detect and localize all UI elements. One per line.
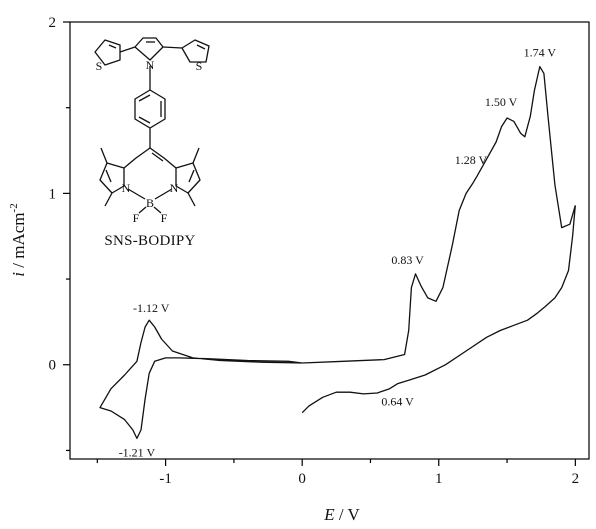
peak-annotation: 1.50 V bbox=[485, 95, 518, 109]
left-pyrrole-double-bond bbox=[105, 169, 112, 183]
methyl-group-2 bbox=[192, 147, 200, 164]
right-thiophene-ring bbox=[181, 39, 210, 63]
b-f-bond-left bbox=[138, 206, 147, 214]
y-tick-label: 1 bbox=[49, 186, 57, 202]
peak-annotation: -1.21 V bbox=[119, 445, 156, 459]
atom-n-left: N bbox=[122, 181, 131, 195]
y-tick-label: 0 bbox=[49, 358, 57, 374]
ticks-layer: -1 0 1 2 0 1 2 bbox=[49, 15, 580, 487]
methyl-group-1 bbox=[100, 147, 108, 164]
atom-f-right: F bbox=[161, 211, 168, 225]
curves-layer bbox=[99, 65, 576, 440]
cv-trace-2 bbox=[301, 205, 576, 414]
x-tick-label: 1 bbox=[435, 471, 443, 487]
right-pyrrole-double-bond bbox=[188, 169, 195, 183]
x-tick-label: -1 bbox=[159, 471, 172, 487]
cv-trace-1 bbox=[302, 65, 576, 364]
peak-annotation: 1.28 V bbox=[455, 153, 488, 167]
x-tick-label: 2 bbox=[572, 471, 580, 487]
atom-n-pyrrole: N bbox=[146, 58, 155, 72]
peak-annotation: 0.83 V bbox=[391, 253, 424, 267]
phenyl-inner-bond-1 bbox=[138, 94, 151, 102]
annotations-layer: 1.74 V 1.50 V 1.28 V 0.83 V -1.12 V -1.21 V 0.… bbox=[119, 46, 557, 460]
atom-s-left: S bbox=[96, 59, 103, 73]
n-b-bond-left bbox=[127, 188, 146, 200]
left-thiophene-ring bbox=[94, 39, 121, 66]
x-tick-label: 0 bbox=[298, 471, 306, 487]
atom-b: B bbox=[146, 196, 154, 210]
peak-annotation: 1.74 V bbox=[524, 46, 557, 60]
phenyl-inner-bond-3 bbox=[138, 116, 151, 124]
methyl-group-4 bbox=[187, 192, 196, 207]
left-pyrrole-ring bbox=[99, 162, 125, 194]
cv-trace-3 bbox=[99, 319, 303, 440]
plot-frame bbox=[69, 21, 590, 460]
thiophene-pyrrole-bond-left bbox=[119, 46, 136, 53]
molecule-structure bbox=[94, 37, 210, 214]
right-pyrrole-ring bbox=[175, 162, 201, 194]
peak-annotation: 0.64 V bbox=[381, 395, 414, 409]
molecule-label: SNS-BODIPY bbox=[104, 233, 195, 249]
atom-f-left: F bbox=[133, 211, 140, 225]
peak-annotation: -1.12 V bbox=[133, 301, 170, 315]
y-tick-label: 2 bbox=[49, 15, 57, 31]
b-f-bond-right bbox=[153, 206, 162, 214]
n-b-bond-right bbox=[154, 188, 173, 200]
atom-n-right: N bbox=[170, 181, 179, 195]
meso-double-bond bbox=[151, 152, 164, 162]
molecule-atom-labels: S N S N N B F F bbox=[96, 58, 203, 225]
atom-s-right: S bbox=[196, 59, 203, 73]
thiophene-pyrrole-bond-right bbox=[162, 46, 183, 49]
left-thiophene-double-bond bbox=[108, 44, 117, 49]
methyl-group-3 bbox=[104, 192, 113, 207]
central-pyrrole-ring bbox=[134, 37, 164, 61]
right-thiophene-double-bond bbox=[196, 44, 206, 50]
bodipy-core-bonds bbox=[123, 147, 177, 169]
x-axis-label: E / V bbox=[323, 505, 360, 524]
y-axis-label: i / mAcm-2 bbox=[8, 203, 28, 276]
